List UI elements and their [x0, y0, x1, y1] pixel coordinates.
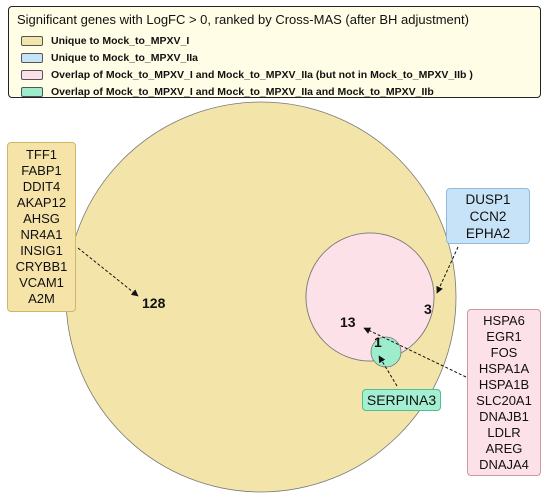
gene-name: SLC20A1: [476, 392, 532, 408]
gene-name: NR4A1: [20, 227, 63, 242]
count-unique-mpxv-i: 128: [142, 295, 166, 311]
gene-name: DDIT4: [22, 179, 61, 194]
legend-swatch-unique-mpxv-i: [21, 36, 43, 46]
gene-name: A2M: [28, 291, 55, 306]
count-overlap-i-iia: 13: [340, 314, 356, 330]
gene-name: SERPINA3: [366, 392, 437, 408]
gene-name: VCAM1: [19, 275, 64, 290]
legend-title: Significant genes with LogFC > 0, ranked…: [17, 12, 469, 27]
gene-name: TFF1: [25, 147, 58, 162]
legend-label: Overlap of Mock_to_MPXV_I and Mock_to_MP…: [51, 69, 473, 81]
gene-name: HSPA1A: [478, 360, 530, 376]
gene-name: HSPA6: [483, 312, 525, 328]
legend-label: Overlap of Mock_to_MPXV_I and Mock_to_MP…: [51, 86, 434, 98]
gene-name: DNAJB1: [479, 408, 529, 424]
circle-mpxv-iia-outline: [305, 232, 435, 362]
gene-name: CRYBB1: [15, 259, 68, 274]
gene-name: HSPA1B: [478, 376, 530, 392]
legend-item-unique-mpxv-iia: Unique to Mock_to_MPXV_IIa: [21, 51, 198, 65]
count-overlap-all: 1: [374, 334, 382, 350]
legend: Significant genes with LogFC > 0, ranked…: [8, 6, 541, 98]
gene-name: LDLR: [487, 424, 521, 440]
gene-list-overlap-i-iia: HSPA6 EGR1 FOS HSPA1A HSPA1B SLC20A1 DNA…: [467, 309, 541, 476]
gene-list-unique-mpxv-i: TFF1 FABP1 DDIT4 AKAP12 AHSG NR4A1 INSIG…: [7, 142, 76, 312]
legend-label: Unique to Mock_to_MPXV_I: [51, 35, 190, 47]
gene-name: AKAP12: [16, 195, 67, 210]
arrow-overlap-all: [378, 355, 398, 387]
count-unique-mpxv-iia: 3: [424, 301, 432, 317]
legend-swatch-unique-mpxv-iia: [21, 53, 43, 63]
gene-name: FOS: [490, 344, 518, 360]
gene-name: DNAJA4: [479, 456, 529, 472]
gene-name: INSIG1: [20, 243, 63, 258]
gene-name: CCN2: [469, 208, 507, 224]
arrow-unique-mpxv-i: [77, 247, 139, 297]
gene-list-unique-mpxv-iia: DUSP1 CCN2 EPHA2: [446, 188, 530, 244]
legend-item-overlap-i-iia: Overlap of Mock_to_MPXV_I and Mock_to_MP…: [21, 68, 473, 82]
gene-list-overlap-all: SERPINA3: [362, 389, 441, 411]
gene-name: FABP1: [21, 163, 62, 178]
legend-item-unique-mpxv-i: Unique to Mock_to_MPXV_I: [21, 34, 189, 48]
legend-item-overlap-all: Overlap of Mock_to_MPXV_I and Mock_to_MP…: [21, 85, 434, 99]
legend-label: Unique to Mock_to_MPXV_IIa: [51, 52, 199, 64]
gene-name: EGR1: [486, 328, 522, 344]
gene-name: AREG: [485, 440, 523, 456]
gene-name: DUSP1: [465, 191, 511, 207]
gene-name: AHSG: [23, 211, 60, 226]
gene-name: EPHA2: [465, 225, 511, 241]
legend-swatch-overlap-i-iia: [21, 70, 43, 80]
legend-swatch-overlap-all: [21, 87, 43, 97]
arrow-unique-mpxv-iia: [436, 246, 459, 294]
arrow-overlap-i-iia: [363, 327, 467, 378]
